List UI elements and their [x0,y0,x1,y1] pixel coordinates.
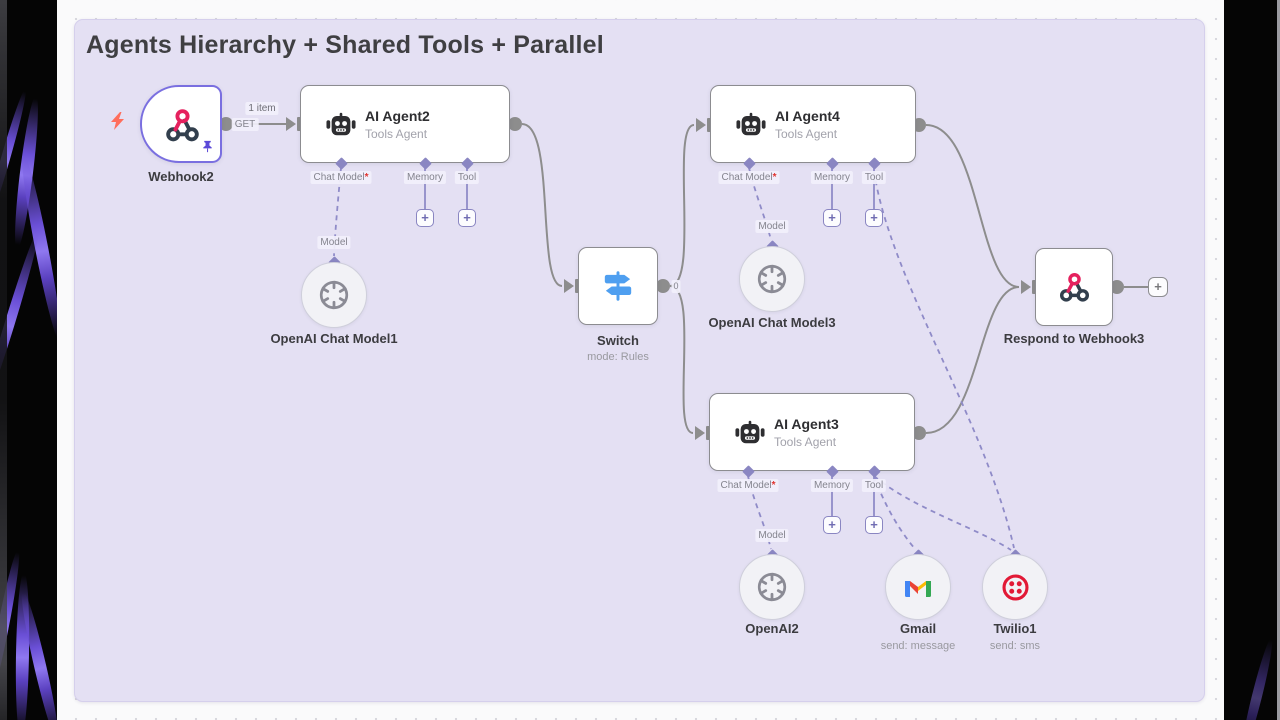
switch-mode-label: mode: Rules [587,351,649,363]
gmail-operation-label: send: message [880,640,956,652]
node-ai-agent3[interactable]: AI Agent3 Tools Agent [709,393,915,471]
webhook2-label: Webhook2 [148,169,214,184]
webhook-icon [164,107,201,149]
openai-icon [757,572,787,602]
model-port-label: Model [755,529,789,542]
switch-output-index-label: 0 [671,280,681,293]
connection-method-label: GET [231,118,259,131]
agent2-add-tool-button[interactable]: + [458,209,476,227]
memory-port-label: Memory [810,479,854,492]
sticky-note-title: Agents Hierarchy + Shared Tools + Parall… [86,31,604,59]
model-port-label: Model [317,236,351,249]
openai-icon [757,264,787,294]
connection-items-label: 1 item [245,102,279,115]
tool-port-label: Tool [861,479,887,492]
switch-icon [604,271,632,301]
node-subtitle: Tools Agent [774,434,837,449]
node-webhook2[interactable] [140,85,222,163]
model-port-label: Model [755,220,789,233]
chat-model-port-label: Chat Model* [717,479,779,492]
wallpaper-edge-gradient [0,0,7,720]
twilio-icon [1001,573,1029,601]
agent2-add-memory-button[interactable]: + [416,209,434,227]
node-ai-agent2[interactable]: AI Agent2 Tools Agent [300,85,510,163]
agent3-add-tool-button[interactable]: + [865,516,883,534]
node-title: AI Agent2 [365,107,430,124]
memory-port-label: Memory [403,171,447,184]
agent4-add-memory-button[interactable]: + [823,209,841,227]
openai-chat-model1-label: OpenAI Chat Model1 [270,331,398,346]
node-gmail[interactable] [885,554,951,620]
ai-agent-robot-icon [735,420,765,445]
node-openai-chat-model1[interactable] [301,262,367,328]
gmail-icon [905,580,931,597]
webhook-icon [1059,272,1089,302]
ai-agent-robot-icon [736,112,766,137]
openai-icon [319,280,349,310]
node-openai-chat-model3[interactable] [739,246,805,312]
tool-port-label: Tool [454,171,480,184]
agent4-add-tool-button[interactable]: + [865,209,883,227]
pin-icon [201,140,214,153]
wallpaper-right [1224,0,1280,720]
node-twilio1[interactable] [982,554,1048,620]
wallpaper-left [0,0,57,720]
agent3-add-memory-button[interactable]: + [823,516,841,534]
node-title: AI Agent4 [775,107,840,124]
node-subtitle: Tools Agent [365,126,428,141]
twilio1-label: Twilio1 [993,621,1037,636]
openai2-label: OpenAI2 [745,621,799,636]
node-switch[interactable] [578,247,658,325]
node-subtitle: Tools Agent [775,126,838,141]
twilio1-operation-label: send: sms [989,640,1041,652]
switch-label: Switch [597,333,639,348]
screen-edge-line [1277,0,1280,720]
node-respond-to-webhook3[interactable] [1035,248,1113,326]
memory-port-label: Memory [810,171,854,184]
respond-to-webhook3-label: Respond to Webhook3 [1003,331,1145,346]
node-title: AI Agent3 [774,415,839,432]
chat-model-port-label: Chat Model* [310,171,372,184]
tool-port-label: Tool [861,171,887,184]
wallpaper-blade [1237,636,1277,720]
node-openai2[interactable] [739,554,805,620]
ai-agent-robot-icon [326,112,356,137]
chat-model-port-label: Chat Model* [718,171,780,184]
add-next-node-button[interactable]: + [1148,277,1168,297]
openai-chat-model3-label: OpenAI Chat Model3 [708,315,836,330]
trigger-lightning-icon [108,111,128,131]
node-ai-agent4[interactable]: AI Agent4 Tools Agent [710,85,916,163]
gmail-label: Gmail [899,621,937,636]
